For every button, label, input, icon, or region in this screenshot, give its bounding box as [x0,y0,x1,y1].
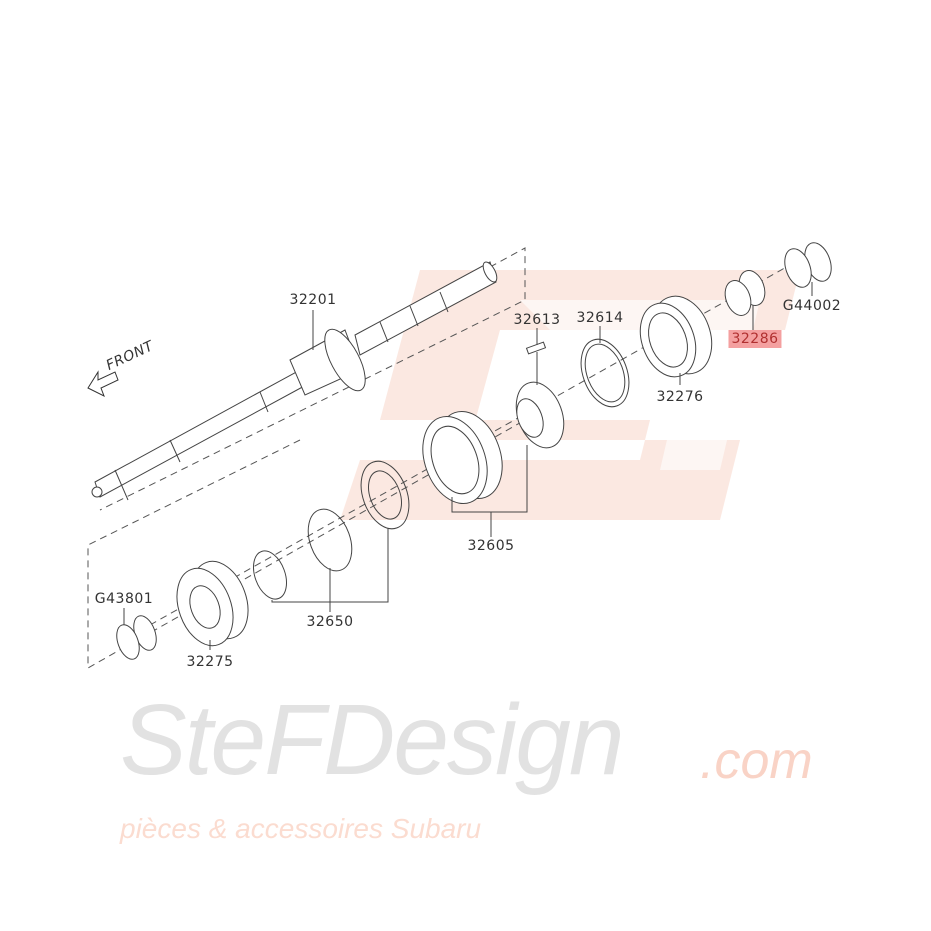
dashed-guides [87,247,791,669]
part-label-32275[interactable]: 32275 [186,654,234,670]
part-label-32614[interactable]: 32614 [576,310,624,326]
part-32605-hub [515,381,565,449]
part-32286 [724,270,766,316]
part-label-32276[interactable]: 32276 [656,389,704,405]
part-label-32286-highlighted[interactable]: 32286 [728,330,782,348]
watermark-tagline: pièces & accessoires Subaru [120,813,482,844]
part-G43801 [116,615,157,660]
part-32275 [176,560,249,647]
part-32276 [639,295,713,378]
front-arrow-icon [87,370,119,398]
part-32614 [580,338,630,408]
part-label-32613[interactable]: 32613 [513,312,561,328]
part-G44002 [784,242,832,288]
watermark-brand: SteFDesign [120,684,624,796]
part-label-32605[interactable]: 32605 [467,538,515,554]
part-32613 [525,341,547,355]
leader-lines [123,282,813,650]
part-32650 [253,460,410,600]
watermark-domain: .com [700,732,813,790]
part-label-32201[interactable]: 32201 [289,292,337,308]
mainshaft-32201 [91,261,498,501]
part-label-32650[interactable]: 32650 [306,614,354,630]
part-32605-sleeve [422,410,503,505]
part-label-G43801[interactable]: G43801 [94,591,154,607]
part-label-G44002[interactable]: G44002 [782,298,842,314]
